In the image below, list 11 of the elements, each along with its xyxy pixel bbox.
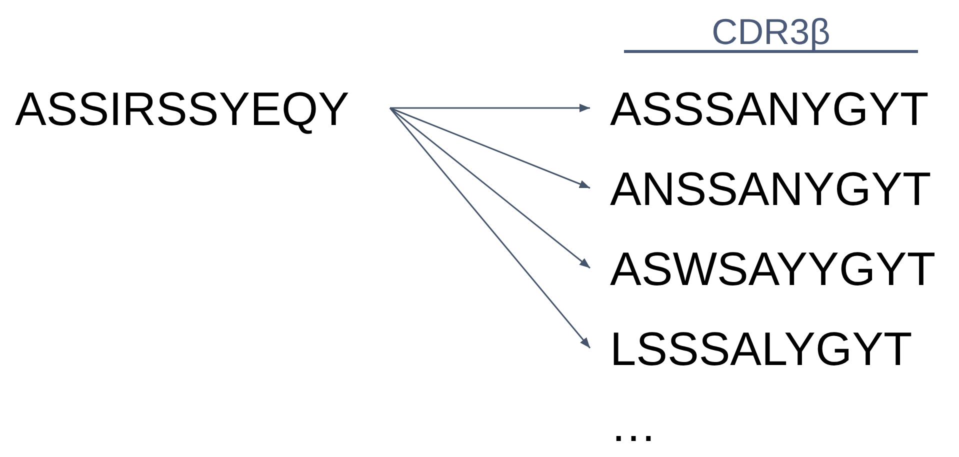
sequence-text: ASSIRSSYEQY [15, 80, 350, 136]
sequence-text: ASSSANYGYT [610, 80, 929, 136]
arrow [390, 104, 590, 112]
sequence-text: ANSSANYGYT [610, 160, 932, 216]
sequence-text: ASWSAYYGYT [610, 240, 936, 296]
ellipsis: … [610, 397, 657, 453]
column-heading: CDR3β [624, 14, 918, 53]
arrow [389, 108, 591, 348]
arrow [390, 107, 590, 269]
arrow [390, 107, 590, 189]
sequence-text: LSSSALYGYT [610, 320, 912, 376]
